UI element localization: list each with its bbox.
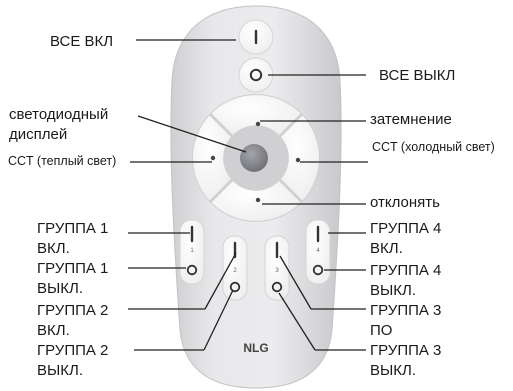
label-cct-cold: CCT (холодный свет) [372,141,495,154]
label-all-off: ВСЕ ВЫКЛ [379,68,455,83]
label-group3-on-line2: ПО [370,323,392,338]
label-group4-off-line2: ВЫКЛ. [370,283,416,298]
group3-buttons[interactable]: 3 [265,236,289,300]
label-all-on: ВСЕ ВКЛ [50,34,113,49]
group2-buttons[interactable]: 2 [223,236,247,300]
label-group2-off-line1: ГРУППА 2 [37,343,108,358]
label-group1-off-line2: ВЫКЛ. [37,281,83,296]
all-off-button[interactable] [239,58,273,92]
label-group2-off-line2: ВЫКЛ. [37,363,83,378]
label-group4-on-line2: ВКЛ. [370,241,403,256]
label-group2-on-line1: ГРУППА 2 [37,303,108,318]
label-group4-on-line1: ГРУППА 4 [370,221,441,236]
label-group1-on-line2: ВКЛ. [37,241,70,256]
group4-buttons[interactable]: 4 [306,220,330,284]
label-reject: отклонять [370,195,440,210]
label-group1-off-line1: ГРУППА 1 [37,261,108,276]
label-group2-on-line2: ВКЛ. [37,323,70,338]
group1-buttons[interactable]: 1 [180,220,204,284]
label-led-display-line2: дисплей [9,127,67,142]
direction-pad [192,94,320,222]
led-indicator [240,144,268,172]
label-group3-off-line2: ВЫКЛ. [370,363,416,378]
label-led-display-line1: светодиодный [9,107,108,122]
label-cct-warm: CCT (теплый свет) [8,155,116,168]
all-on-button[interactable] [239,20,273,54]
brand-logo: NLG [243,341,268,355]
label-group4-off-line1: ГРУППА 4 [370,263,441,278]
label-group1-on-line1: ГРУППА 1 [37,221,108,236]
label-group3-on-line1: ГРУППА 3 [370,303,441,318]
label-group3-off-line1: ГРУППА 3 [370,343,441,358]
label-dimming: затемнение [370,112,452,127]
